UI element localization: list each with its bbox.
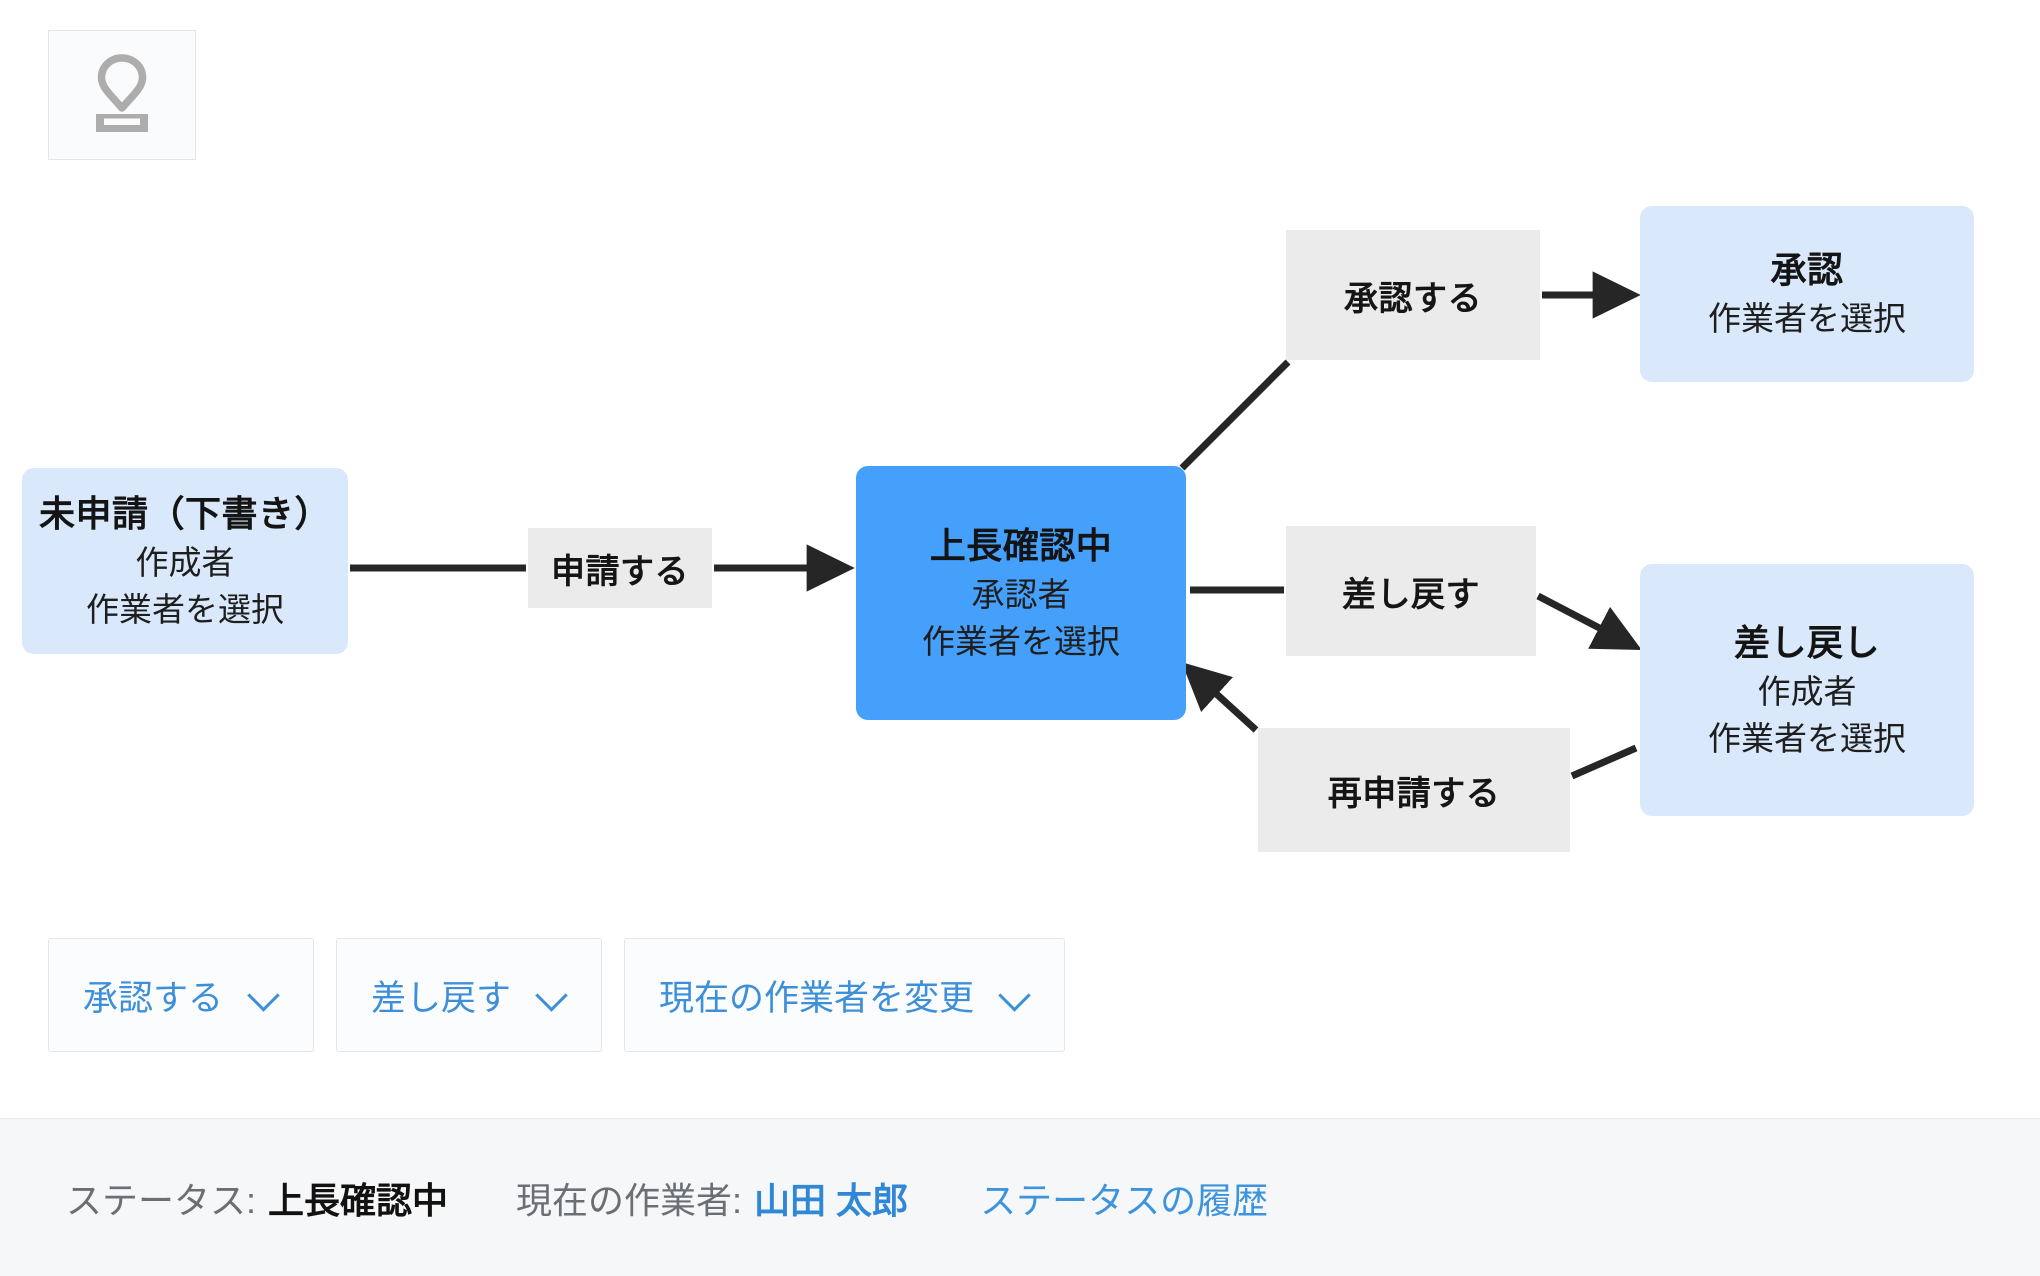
action-button-send-back[interactable]: 差し戻す (336, 938, 603, 1052)
status-history-link[interactable]: ステータスの履歴 (980, 1179, 1269, 1221)
transition-label-send-back: 差し戻す (1286, 526, 1536, 656)
workflow-diagram: 未申請（下書き） 作成者 作業者を選択 上長確認中 承認者 作業者を選択 承認 … (22, 206, 1974, 852)
action-button-group: 承認する 差し戻す 現在の作業者を変更 (48, 938, 1066, 1052)
node-role: 作成者 (135, 543, 235, 581)
workflow-node-in-review[interactable]: 上長確認中 承認者 作業者を選択 (856, 466, 1186, 720)
action-button-approve[interactable]: 承認する (48, 938, 315, 1052)
assignee-group: 現在の作業者: 山田 太郎 (516, 1172, 908, 1224)
node-assignee: 作業者を選択 (86, 590, 284, 628)
action-button-change-assignee[interactable]: 現在の作業者を変更 (624, 938, 1066, 1052)
node-assignee: 作業者を選択 (922, 622, 1120, 660)
stamp-button[interactable] (48, 30, 196, 160)
node-title: 上長確認中 (929, 524, 1113, 566)
workflow-node-approved[interactable]: 承認 作業者を選択 (1640, 206, 1974, 382)
status-value: 上長確認中 (268, 1179, 449, 1221)
action-button-label: 承認する (83, 978, 224, 1018)
status-group: ステータス: 上長確認中 (66, 1172, 448, 1224)
stamp-icon (85, 52, 159, 138)
node-role: 承認者 (971, 575, 1071, 613)
chevron-down-icon (249, 980, 279, 1010)
transition-label-reapply: 再申請する (1258, 728, 1570, 852)
action-button-label: 現在の作業者を変更 (659, 978, 975, 1018)
chevron-down-icon (537, 980, 567, 1010)
node-role: 作成者 (1757, 672, 1857, 710)
workflow-node-draft[interactable]: 未申請（下書き） 作成者 作業者を選択 (22, 468, 348, 654)
node-title: 承認 (1770, 249, 1844, 291)
transition-label-approve: 承認する (1286, 230, 1540, 360)
node-assignee: 作業者を選択 (1708, 300, 1906, 338)
chevron-down-icon (1000, 980, 1030, 1010)
status-label: ステータス: (66, 1179, 257, 1221)
node-title: 未申請（下書き） (38, 492, 331, 534)
assignee-label: 現在の作業者: (516, 1179, 743, 1221)
action-button-label: 差し戻す (371, 978, 512, 1018)
node-title: 差し戻し (1733, 621, 1880, 663)
node-assignee: 作業者を選択 (1708, 719, 1906, 757)
status-bar: ステータス: 上長確認中 現在の作業者: 山田 太郎 ステータスの履歴 (0, 1118, 2040, 1276)
workflow-node-sent-back[interactable]: 差し戻し 作成者 作業者を選択 (1640, 564, 1974, 816)
assignee-value[interactable]: 山田 太郎 (754, 1179, 909, 1221)
transition-label-apply: 申請する (528, 528, 712, 608)
